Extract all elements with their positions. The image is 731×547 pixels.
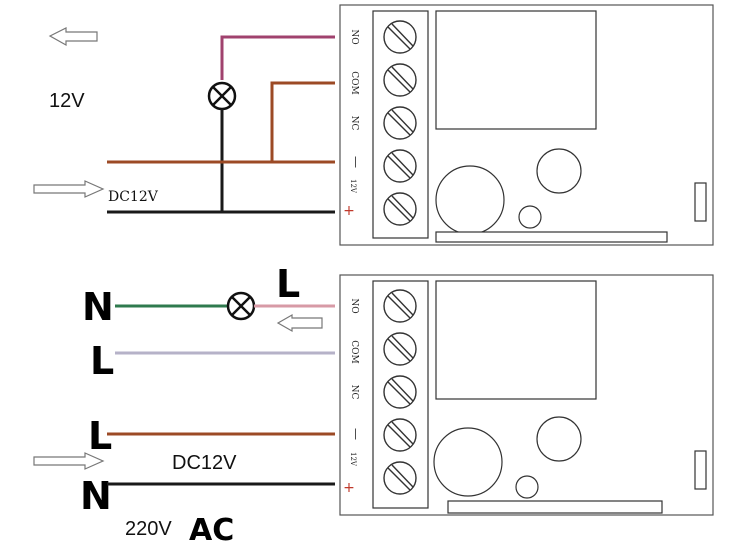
- relay-board-top: NO COM NC — 12V +: [339, 4, 714, 246]
- terminal-label-no: NO: [349, 29, 359, 44]
- lamp-icon: [226, 291, 256, 321]
- terminal-label-plus: +: [343, 203, 355, 219]
- capacitor-medium: [536, 416, 582, 462]
- output-arrow-icon: [276, 313, 323, 333]
- terminal-screw-icon: [383, 461, 417, 495]
- mains-ac-label: AC: [189, 513, 234, 547]
- relay-board-bottom: NO COM NC — 12V +: [339, 274, 714, 516]
- supply-voltage-label: 12V: [49, 90, 85, 112]
- terminal-label-minus: —: [349, 428, 363, 440]
- terminal-screw-icon: [383, 332, 417, 366]
- terminal-label-com: COM: [349, 71, 359, 94]
- neutral-label-dc: N: [80, 474, 112, 518]
- capacitor-medium: [536, 148, 582, 194]
- terminal-screw-icon: [383, 289, 417, 323]
- terminal-label-nc: NC: [349, 116, 359, 131]
- mains-voltage-label: 220V: [125, 518, 172, 540]
- capacitor-large: [435, 165, 505, 235]
- input-arrow-icon: [33, 452, 105, 470]
- no-wire: [220, 35, 335, 80]
- neutral-label-lamp: N: [82, 285, 114, 329]
- bottom-circuit: N L L L DC12V N 220V A: [33, 262, 714, 547]
- dc-input-label: DC12V: [108, 189, 159, 205]
- terminal-screw-icon: [383, 192, 417, 226]
- terminal-screw-icon: [383, 106, 417, 140]
- board-strip: [447, 500, 663, 514]
- com-jumper-wire: [270, 81, 335, 162]
- terminal-label-voltage: 12V: [349, 179, 357, 194]
- board-slot: [694, 450, 707, 490]
- output-arrow-icon: [48, 27, 98, 47]
- line-label-com: L: [90, 339, 114, 383]
- terminal-screw-icon: [383, 149, 417, 183]
- terminal-label-no: NO: [349, 298, 359, 313]
- lamp-icon: [207, 81, 237, 111]
- terminal-screw-icon: [383, 63, 417, 97]
- relay-component: [435, 280, 597, 400]
- terminal-screw-icon: [383, 418, 417, 452]
- top-circuit: 12V DC12V: [33, 4, 714, 246]
- line-label-lamp: L: [276, 262, 300, 306]
- relay-component: [435, 10, 597, 130]
- capacitor-small: [518, 205, 542, 229]
- terminal-label-minus: —: [349, 156, 363, 168]
- terminal-screw-icon: [383, 20, 417, 54]
- terminal-label-nc: NC: [349, 385, 359, 400]
- dc-input-label: DC12V: [172, 452, 237, 474]
- terminal-label-voltage: 12V: [349, 452, 357, 467]
- capacitor-large: [433, 427, 503, 497]
- input-arrow-icon: [33, 180, 105, 198]
- terminal-screw-icon: [383, 375, 417, 409]
- board-slot: [694, 182, 707, 222]
- terminal-label-com: COM: [349, 340, 359, 363]
- board-strip: [435, 231, 668, 243]
- capacitor-small: [515, 475, 539, 499]
- terminal-label-plus: +: [343, 480, 355, 496]
- line-label-dc: L: [88, 414, 112, 458]
